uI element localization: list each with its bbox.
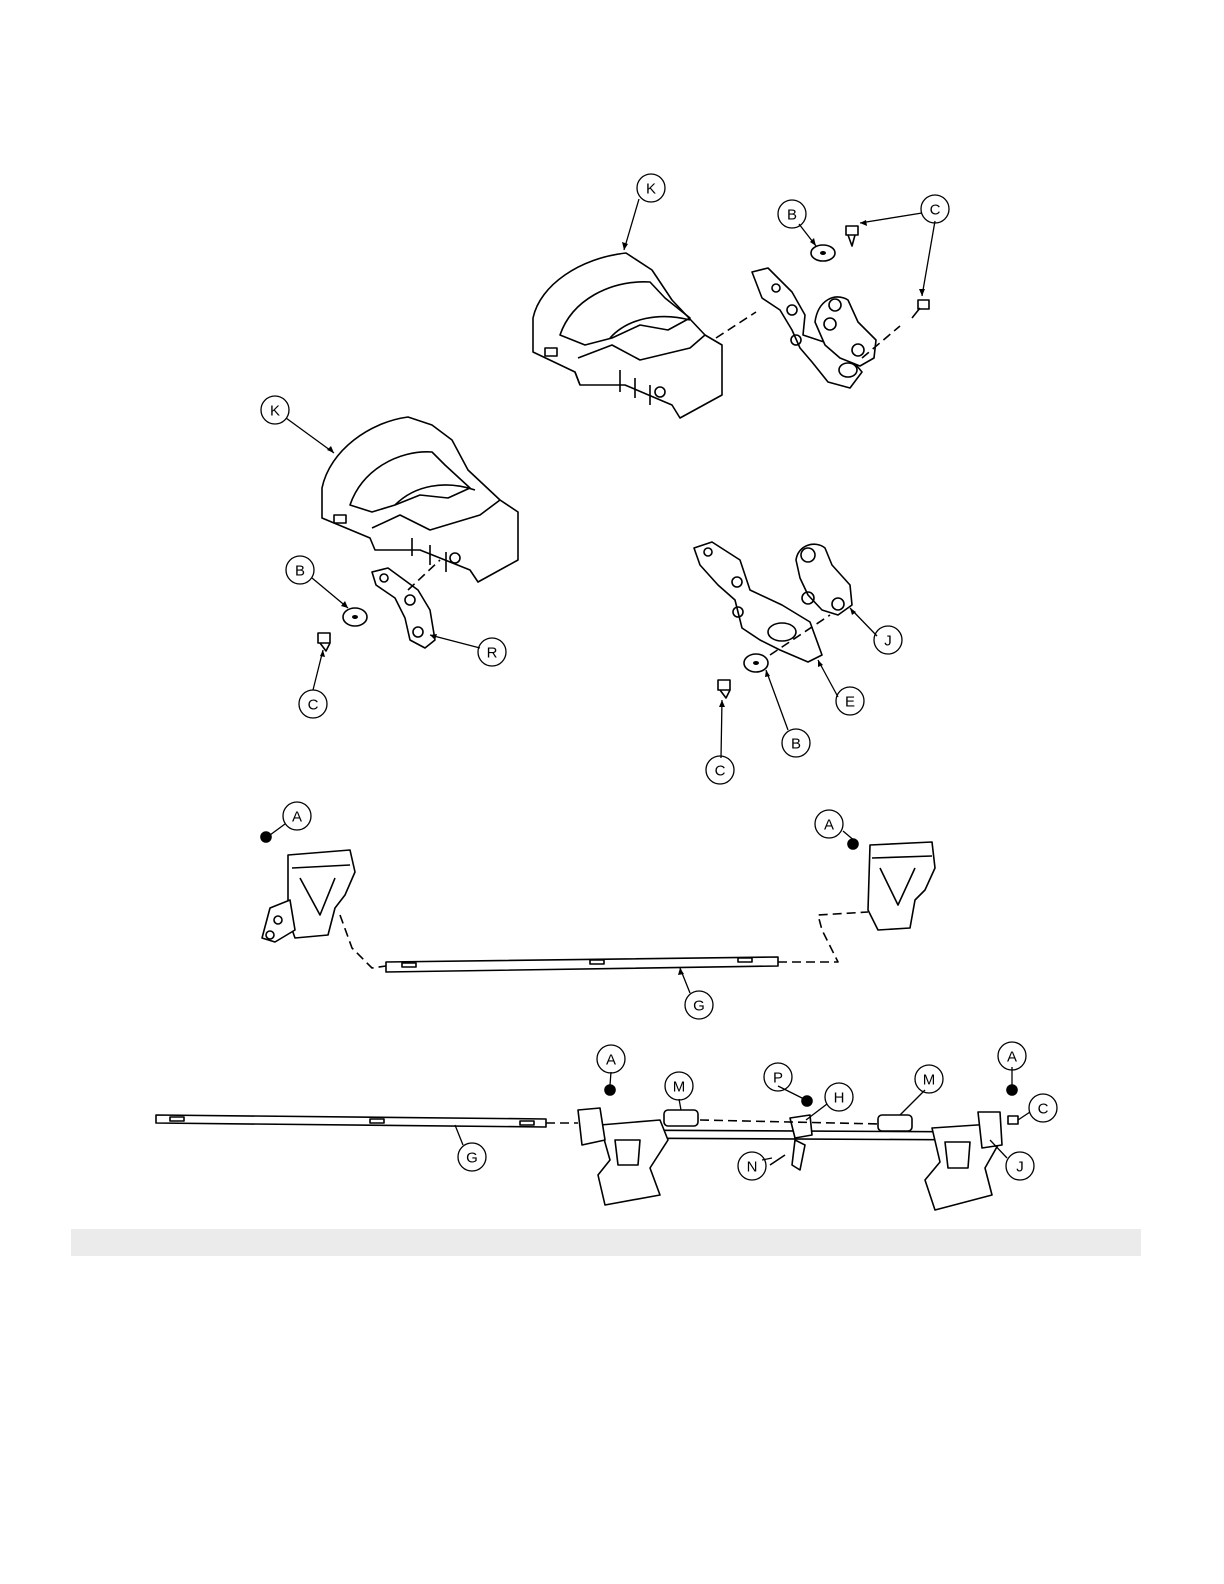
callout-c-top: C [930,202,941,219]
callout-a-low-left: A [606,1052,616,1069]
hood-k-left [322,417,518,582]
callout-n-low: N [747,1159,758,1176]
callout-a-mid-right: A [824,817,834,834]
bracket-r [372,568,435,648]
motor-shaft-assembly [578,1108,1002,1210]
mount-left-mid [262,850,355,942]
callout-r-left: R [487,645,498,662]
callout-a-low-right: A [1007,1049,1017,1066]
callout-b-mid: B [791,736,801,753]
callout-g-low: G [466,1150,478,1167]
callout-c-mid: C [715,763,726,780]
nut-p-low [802,1096,812,1106]
shaft-g-low [156,1115,546,1127]
callout-m-low-left: M [673,1079,686,1096]
nut-a-low-right [1007,1085,1017,1095]
callout-j-low: J [1016,1159,1024,1176]
nut-a-mid-right [848,839,858,849]
footer-band [71,1229,1141,1256]
pivot-j-mid [796,544,852,615]
callout-e-mid: E [845,694,855,711]
bolt-c-top-2 [912,300,929,318]
bracket-top [752,268,876,388]
callout-h-low: H [834,1090,845,1107]
hood-k-top [533,253,722,418]
bolt-c-left [318,633,330,651]
nut-a-low-left [605,1085,615,1095]
callout-b-top: B [787,207,797,224]
callout-m-low-right: M [923,1072,936,1089]
callout-c-left: C [308,697,319,714]
nut-a-mid-left [261,832,271,842]
mount-right-mid [868,842,935,930]
callout-k-left: K [270,403,280,420]
bolt-c-low [1008,1116,1018,1124]
callout-b-left: B [295,563,305,580]
callout-a-mid-left: A [292,809,302,826]
callout-g-mid: G [693,998,705,1015]
callout-j-mid: J [884,633,892,650]
callout-k-top: K [646,181,656,198]
callout-c-low: C [1038,1101,1049,1118]
bolt-c-top-1 [846,226,858,246]
bolt-n-low [770,1155,785,1165]
shaft-g-mid [386,957,778,972]
callout-p-low: P [773,1070,783,1087]
bolt-c-mid [718,680,730,698]
